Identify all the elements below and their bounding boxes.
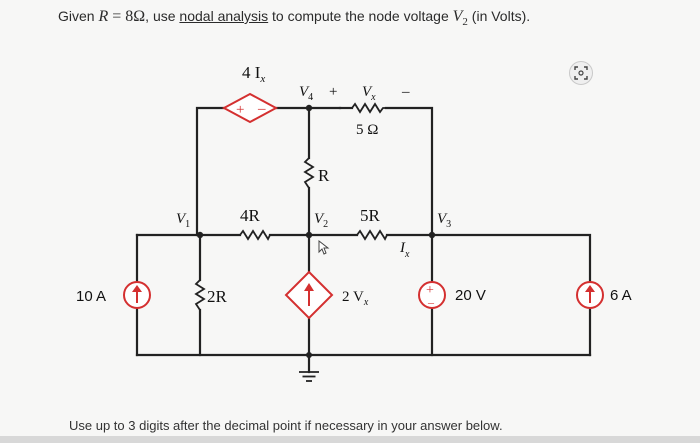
node-bottom-dot [306,352,312,358]
instruction-footer: Use up to 3 digits after the decimal poi… [69,418,503,433]
node-v4-dot [305,104,313,112]
expand-button[interactable] [569,61,593,85]
dependent-current-source [284,270,334,320]
ix-label: Ix [399,240,410,260]
nodal-analysis-link[interactable]: nodal analysis [179,8,269,24]
pointer-cursor-icon [318,239,330,255]
ground-icon [299,371,319,382]
vsrc-minus: – [427,295,435,309]
resistor-5r [356,229,388,241]
node-v4-label: V4 [299,84,313,103]
node-v1-dot [196,231,204,239]
node-v2-label: V2 [314,211,328,230]
dep-vsrc-minus: – [257,101,266,117]
bottom-bar [0,436,700,443]
resistor-5ohm [351,102,386,114]
node-v1-label: V1 [176,211,190,230]
r-top-label: 5 Ω [356,122,378,138]
dep-vsrc-plus: + [236,102,244,118]
dep-isrc-label: 2 Vx [342,289,369,308]
wire-top-left-vert [195,106,226,237]
r-4r-label: 4R [240,206,261,225]
r-2r-label: 2R [207,287,228,306]
resistor-r-vertical [303,157,315,189]
vx-minus-label: – [401,84,410,100]
resistor-4r [239,229,271,241]
src-10a-label: 10 A [76,288,106,305]
node-v3-dot [428,231,436,239]
wire-top-5ohm-to-right [384,106,434,237]
question-text: Given R = 8Ω, use nodal analysis to comp… [58,8,531,28]
vsrc-plus: + [426,283,434,298]
dependent-voltage-source [221,92,279,124]
r-vertical-label: R [318,166,330,185]
expand-icon [574,66,588,80]
r-5r-label: 5R [360,206,381,225]
wire-5r-to-right [385,233,592,284]
current-source-10a [123,281,151,309]
voltage-source-20v [418,281,446,309]
current-source-6a [576,281,604,309]
node-v2-dot [305,231,313,239]
dep-vsrc-label: 4 Ix [242,63,265,85]
vx-plus-label: + [329,84,337,100]
src-20v-label: 20 V [455,287,486,304]
vx-label: Vx [362,84,376,103]
node-v3-label: V3 [437,211,451,230]
resistor-2r [194,279,206,311]
src-6a-label: 6 A [610,287,632,304]
